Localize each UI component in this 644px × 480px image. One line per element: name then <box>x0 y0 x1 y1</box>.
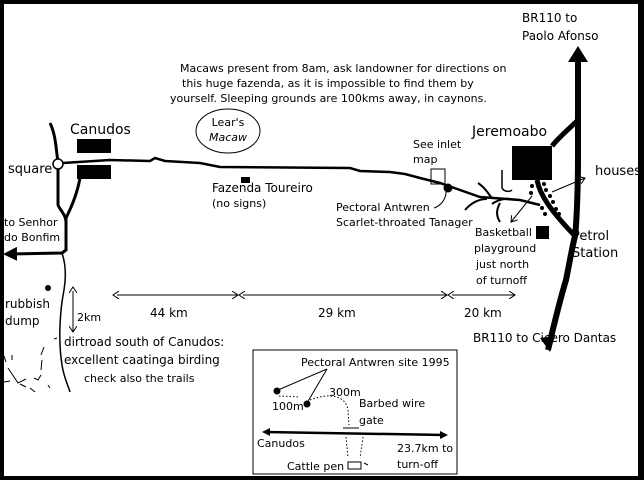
jeremoabo-connector <box>550 118 580 148</box>
dirtroad-south <box>59 252 71 393</box>
see-inlet-label-2: map <box>413 153 437 166</box>
inlet-title: Pectoral Antwren site 1995 <box>301 356 450 369</box>
inlet-site-2 <box>303 400 311 408</box>
square-marker <box>52 158 64 170</box>
dirtroad-note-1: dirtroad south of Canudos: <box>64 335 224 349</box>
see-inlet-label-1: See inlet <box>413 138 462 151</box>
inlet-road-arrow-east <box>440 431 448 439</box>
inlet-pointer-1 <box>277 368 328 391</box>
lears-macaw-label-1: Lear's <box>212 116 245 129</box>
inlet-marker-box <box>430 168 446 185</box>
inlet-pointer-2 <box>306 368 328 404</box>
lears-macaw-label-2: Macaw <box>209 131 247 144</box>
north-arrowhead <box>568 46 588 62</box>
basketball-label-4: of turnoff <box>476 274 527 287</box>
inlet-barbed-label-2: gate <box>359 414 384 427</box>
road-canudos-south-west <box>56 169 68 223</box>
lears-macaw-ellipse <box>195 108 261 154</box>
side-road-4 <box>501 170 513 193</box>
cattle-pen-box <box>347 461 362 470</box>
town-road <box>534 179 577 238</box>
br110-highway <box>545 60 581 351</box>
fazenda-label: Fazenda Toureiro <box>212 181 313 195</box>
dirtroad-note-2: excellent caatinga birding <box>64 353 220 367</box>
inlet-trail-100m <box>278 395 301 398</box>
fazenda-note: (no signs) <box>212 197 266 210</box>
basketball-label-3: just north <box>475 258 529 271</box>
houses-label: houses <box>595 164 641 179</box>
inlet-barbed-label-1: Barbed wire <box>359 397 425 410</box>
road-north-canudos <box>48 122 60 163</box>
senhor-label-2: do Bonfim <box>4 231 60 244</box>
basketball-label-2: playground <box>474 242 536 255</box>
trails <box>3 337 58 393</box>
inlet-turnoff-label-1: 23.7km to <box>397 442 453 455</box>
macaw-note-line-3: yourself. Sleeping grounds are 100kms aw… <box>170 92 487 105</box>
inlet-map: Pectoral Antwren site 1995 100m 300m Bar… <box>252 349 458 475</box>
inlet-trail-300m <box>309 395 350 426</box>
rubbish-dump-dot <box>45 285 51 291</box>
tanager-label: Scarlet-throated Tanager <box>336 216 473 229</box>
inlet-canudos-label: Canudos <box>257 437 305 450</box>
jeremoabo-label: Jeremoabo <box>471 124 547 140</box>
road-canudos-south-east <box>64 177 82 219</box>
rubbish-label-2: dump <box>5 314 40 328</box>
side-road-5 <box>491 197 516 205</box>
inlet-trail-cattle <box>345 436 364 459</box>
macaw-note-line-1: Macaws present from 8am, ask landowner f… <box>180 62 506 75</box>
main-road <box>62 156 541 207</box>
road-to-senhor-do-bonfim <box>3 218 68 261</box>
dirtroad-note-3: check also the trails <box>84 372 195 385</box>
distance-44km-label: 44 km <box>150 306 188 320</box>
jeremoabo-block <box>512 146 552 180</box>
square-label: square <box>8 162 52 177</box>
basketball-pointer <box>511 195 533 222</box>
cattle-pen-mark <box>363 462 369 466</box>
inlet-road <box>264 430 446 437</box>
fazenda-marker <box>241 177 250 183</box>
inlet-turnoff-label-2: turn-off <box>397 458 438 471</box>
rubbish-label-1: rubbish <box>5 297 50 311</box>
distance-20km-label: 20 km <box>464 306 502 320</box>
petrol-label-2: Station <box>572 246 618 261</box>
canudos-block-south <box>77 165 111 179</box>
petrol-station-marker <box>536 226 549 239</box>
houses-dots <box>529 182 561 216</box>
south-arrowhead <box>540 336 555 352</box>
houses-pointer <box>551 178 585 193</box>
side-road-1 <box>477 182 493 199</box>
macaw-note-line-2: this huge fazenda, as it is impossible t… <box>182 77 474 90</box>
distance-29km-label: 29 km <box>318 306 356 320</box>
inlet-site-1 <box>273 387 281 395</box>
inlet-road-arrow-west <box>262 428 270 436</box>
br110-north-label-1: BR110 to <box>522 11 577 25</box>
inlet-300m-label: 300m <box>329 386 361 399</box>
basketball-label-1: Basketball <box>475 226 532 239</box>
br110-south-label: BR110 to Cicero Dantas <box>473 331 616 345</box>
distance-2km-label: 2km <box>77 311 101 324</box>
canudos-block-north <box>77 139 111 153</box>
senhor-label-1: to Senhor <box>4 216 58 229</box>
inlet-frame <box>252 349 458 475</box>
pectoral-site-dot <box>443 183 453 193</box>
petrol-label-1: Petrol <box>572 229 609 244</box>
side-road-3 <box>496 202 501 223</box>
side-road-2 <box>464 198 488 211</box>
br110-north-label-2: Paolo Afonso <box>522 29 598 43</box>
pectoral-site-pointer <box>433 191 447 209</box>
canudos-label: Canudos <box>70 122 131 138</box>
pectoral-label: Pectoral Antwren <box>336 201 430 214</box>
inlet-100m-label: 100m <box>272 400 304 413</box>
cattle-pen-label: Cattle pen <box>287 460 344 473</box>
